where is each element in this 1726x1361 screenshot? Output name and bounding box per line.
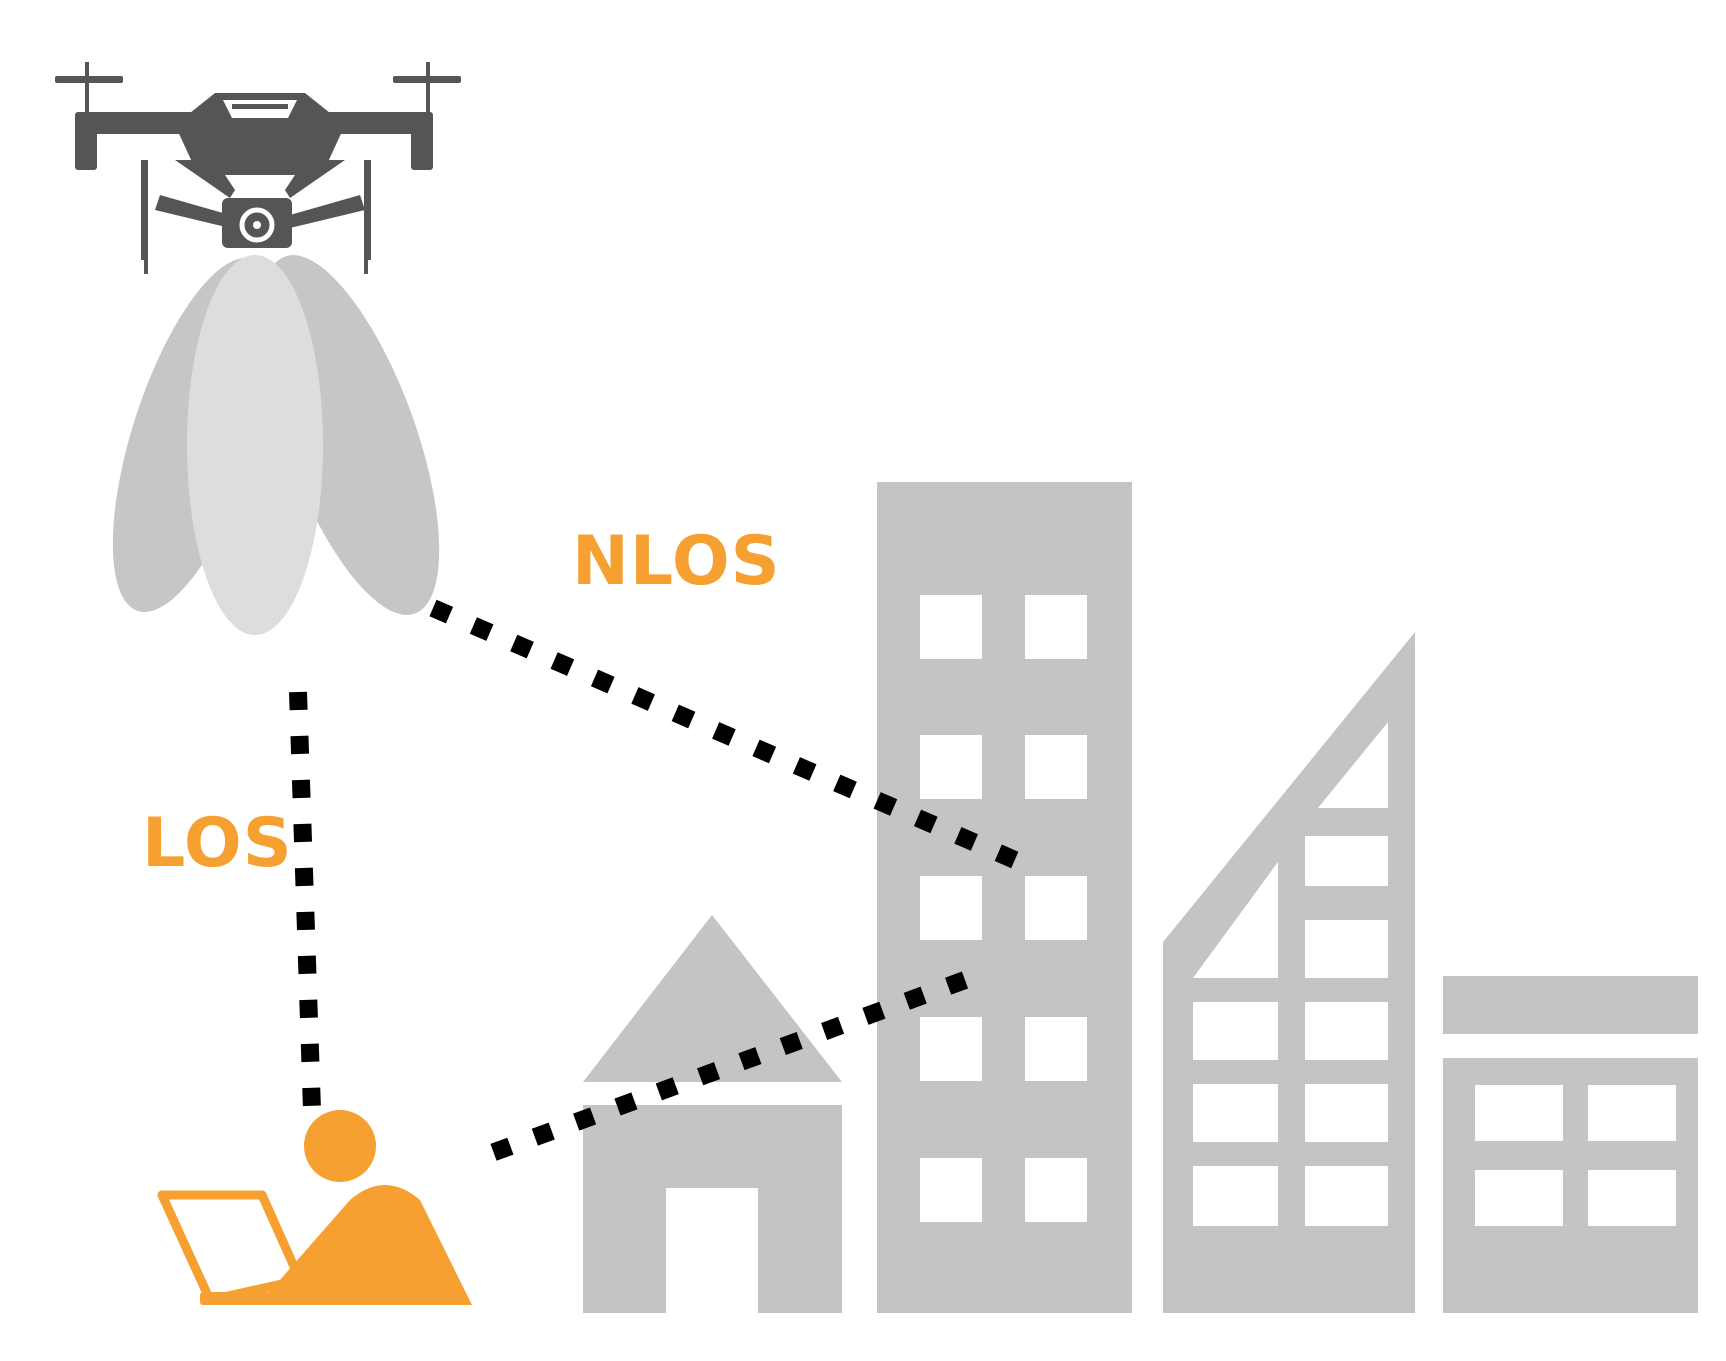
tall-tower-building: [877, 482, 1132, 1313]
drone-icon: [55, 62, 461, 274]
nlos-label: NLOS: [572, 522, 781, 601]
beam-lobe-center: [187, 255, 323, 635]
slanted-roof-building: [1163, 632, 1415, 1313]
user-body: [258, 1185, 472, 1305]
house-building: [583, 915, 842, 1313]
los-link: [289, 691, 321, 1111]
antenna-beam-lobes: [112, 255, 440, 635]
low-building: [1443, 976, 1698, 1313]
user-head: [304, 1110, 376, 1182]
laptop-user-icon: [157, 1110, 472, 1305]
camera-lens-icon: [239, 207, 275, 243]
city-buildings: [583, 482, 1698, 1313]
los-label: LOS: [142, 804, 293, 883]
laptop: [157, 1190, 348, 1305]
